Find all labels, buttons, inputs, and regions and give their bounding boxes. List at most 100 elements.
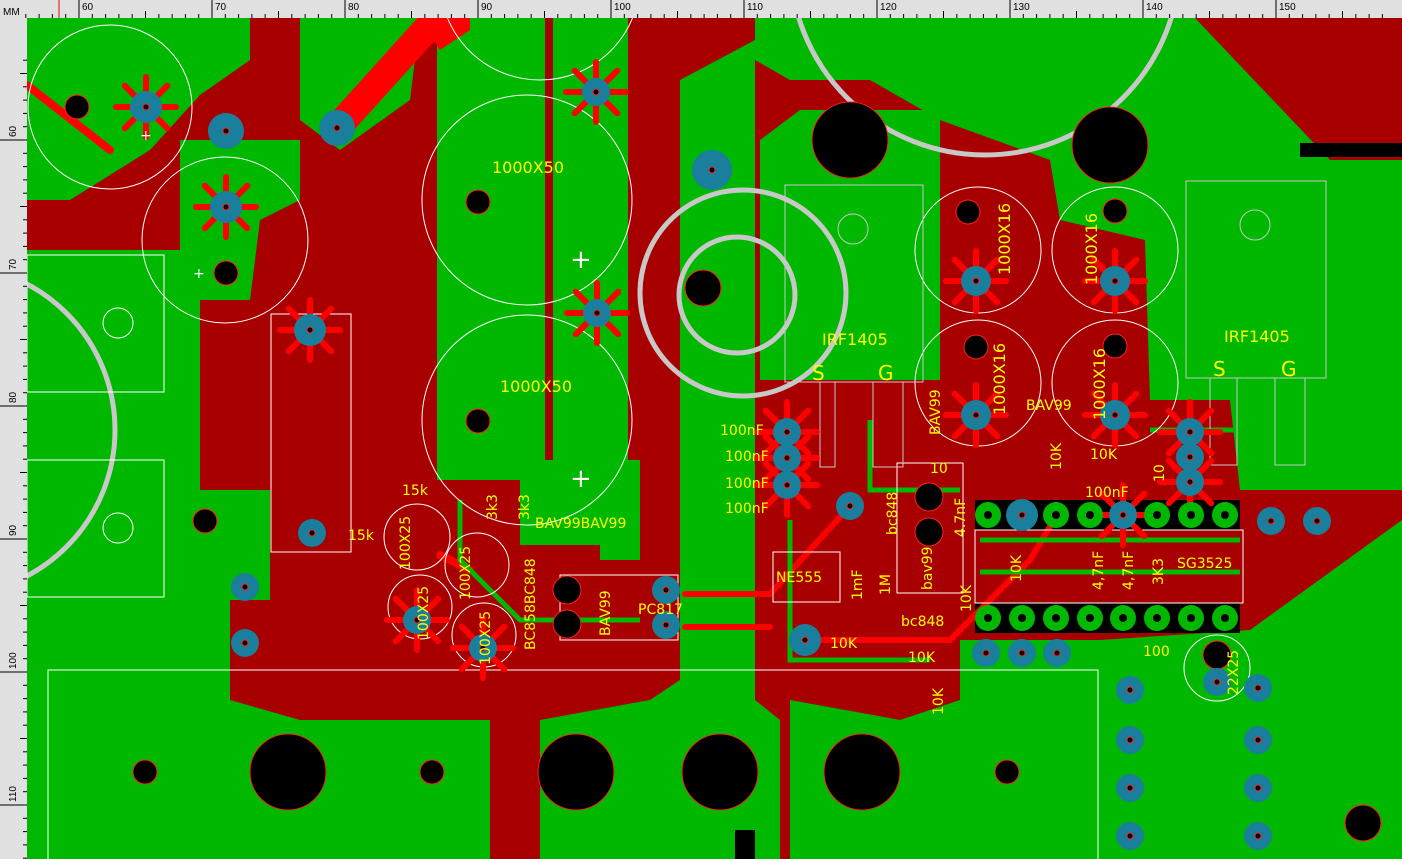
label-cap: 1000X16	[1082, 213, 1101, 285]
pad-hole	[222, 203, 230, 211]
drill-hole	[1102, 198, 1128, 224]
ic-pin-hole	[1052, 511, 1060, 519]
pad-hole	[972, 411, 980, 419]
pad-hole	[1186, 428, 1194, 436]
ic-pin-hole	[1187, 614, 1195, 622]
pad-hole	[1053, 649, 1061, 657]
pad-hole	[1126, 736, 1134, 744]
pad-hole	[592, 88, 600, 96]
label-resistor: 15k	[348, 528, 375, 544]
pad-hole	[1111, 277, 1119, 285]
label-diode: bav99	[920, 546, 936, 590]
ic-pin-hole	[1052, 614, 1060, 622]
drill-hole	[963, 334, 989, 360]
pad-hole	[479, 644, 487, 652]
label-resistor: 10K	[959, 584, 975, 612]
label-cap: 100nF	[720, 423, 764, 439]
pad-hole	[972, 277, 980, 285]
ic-pin-hole	[984, 511, 992, 519]
pad-hole	[783, 428, 791, 436]
label-cap: 100X25	[416, 586, 432, 640]
ic-pin-hole	[1119, 614, 1127, 622]
pad-hole	[413, 616, 421, 624]
ruler-label: 140	[1146, 2, 1163, 13]
drill-hole	[552, 609, 582, 639]
polarity-marks: ++ ++	[140, 128, 592, 494]
pad-hole	[593, 309, 601, 317]
label-cap: 100X25	[478, 611, 494, 665]
label-source: S	[812, 361, 825, 385]
transistor-outlines	[784, 180, 1327, 468]
drill-hole	[994, 759, 1020, 785]
ruler-label: 100	[614, 2, 631, 13]
label-diode: BAV99	[598, 590, 614, 636]
pad-hole	[142, 103, 150, 111]
ruler-label: 60	[8, 125, 19, 137]
svg-text:+: +	[193, 266, 205, 282]
label-cap: 1000X50	[492, 158, 564, 177]
pads	[130, 78, 1331, 850]
drill-hole	[914, 517, 944, 547]
mounting-rings	[27, 18, 1174, 579]
pad-hole	[333, 124, 341, 132]
label-cap: 1000X50	[500, 377, 572, 396]
ruler-label: 90	[8, 524, 19, 536]
traces	[27, 18, 1063, 643]
drill-hole	[552, 575, 582, 605]
label-resistor: 10K	[931, 687, 947, 715]
label-cap: 1000X16	[1090, 348, 1109, 420]
label-resistor: 10	[1152, 464, 1168, 482]
pad-hole	[1126, 832, 1134, 840]
ruler-label: 80	[348, 2, 360, 13]
pad-hole	[783, 454, 791, 462]
drill-hole	[465, 408, 491, 434]
label-resistor: 10K	[830, 636, 858, 652]
pad-hole	[1126, 784, 1134, 792]
label-cap: 100nF	[725, 501, 769, 517]
label-cap: 100nF	[725, 449, 769, 465]
svg-text:+: +	[570, 245, 592, 275]
label-resistor: 100	[1143, 644, 1170, 660]
drill-hole	[192, 508, 218, 534]
ic-pin-hole	[1086, 614, 1094, 622]
label-cap: 22X25	[1226, 650, 1242, 695]
label-diode: BAV99	[1026, 398, 1072, 414]
drill-hole	[681, 733, 759, 811]
pad-hole	[801, 636, 809, 644]
label-ic: NE555	[776, 570, 822, 586]
label-resistor: 1M	[878, 574, 894, 595]
label-transistor: BC858BC848	[523, 558, 539, 650]
pad-hole	[241, 639, 249, 647]
pad-hole	[1186, 478, 1194, 486]
ruler-label: 100	[8, 652, 19, 669]
label-irf: IRF1405	[1224, 327, 1290, 346]
ic-pin-hole	[1221, 614, 1229, 622]
label-irf: IRF1405	[822, 330, 888, 349]
label-optocoupler: PC817	[638, 602, 683, 618]
pad-hole	[1267, 517, 1275, 525]
label-resistor: 10	[930, 461, 948, 477]
ruler-label: 70	[215, 2, 227, 13]
label-cap: 100X25	[398, 516, 414, 570]
pad-hole	[1126, 686, 1134, 694]
label-resistor: 3k3	[517, 494, 533, 520]
ruler-label: 150	[1279, 2, 1296, 13]
label-gate: G	[1281, 357, 1297, 381]
pad-hole	[1254, 784, 1262, 792]
silkscreen	[27, 18, 1251, 859]
drill-hole	[249, 733, 327, 811]
pad-hole	[708, 166, 716, 174]
ruler-label: 90	[481, 2, 493, 13]
label-source: S	[1213, 357, 1226, 381]
pcb-canvas[interactable]: 1000X50 1000X50 IRF1405 IRF1405 S G S G …	[27, 18, 1402, 859]
label-resistor: 10K	[908, 650, 936, 666]
label-resistor: 10K	[1090, 447, 1118, 463]
ic-pin-hole	[1187, 511, 1195, 519]
pad-hole	[1213, 678, 1221, 686]
drill-hole	[1344, 804, 1382, 842]
component-labels: 1000X50 1000X50 IRF1405 IRF1405 S G S G …	[348, 158, 1297, 715]
drill-hole	[213, 260, 239, 286]
drill-hole	[811, 101, 889, 179]
